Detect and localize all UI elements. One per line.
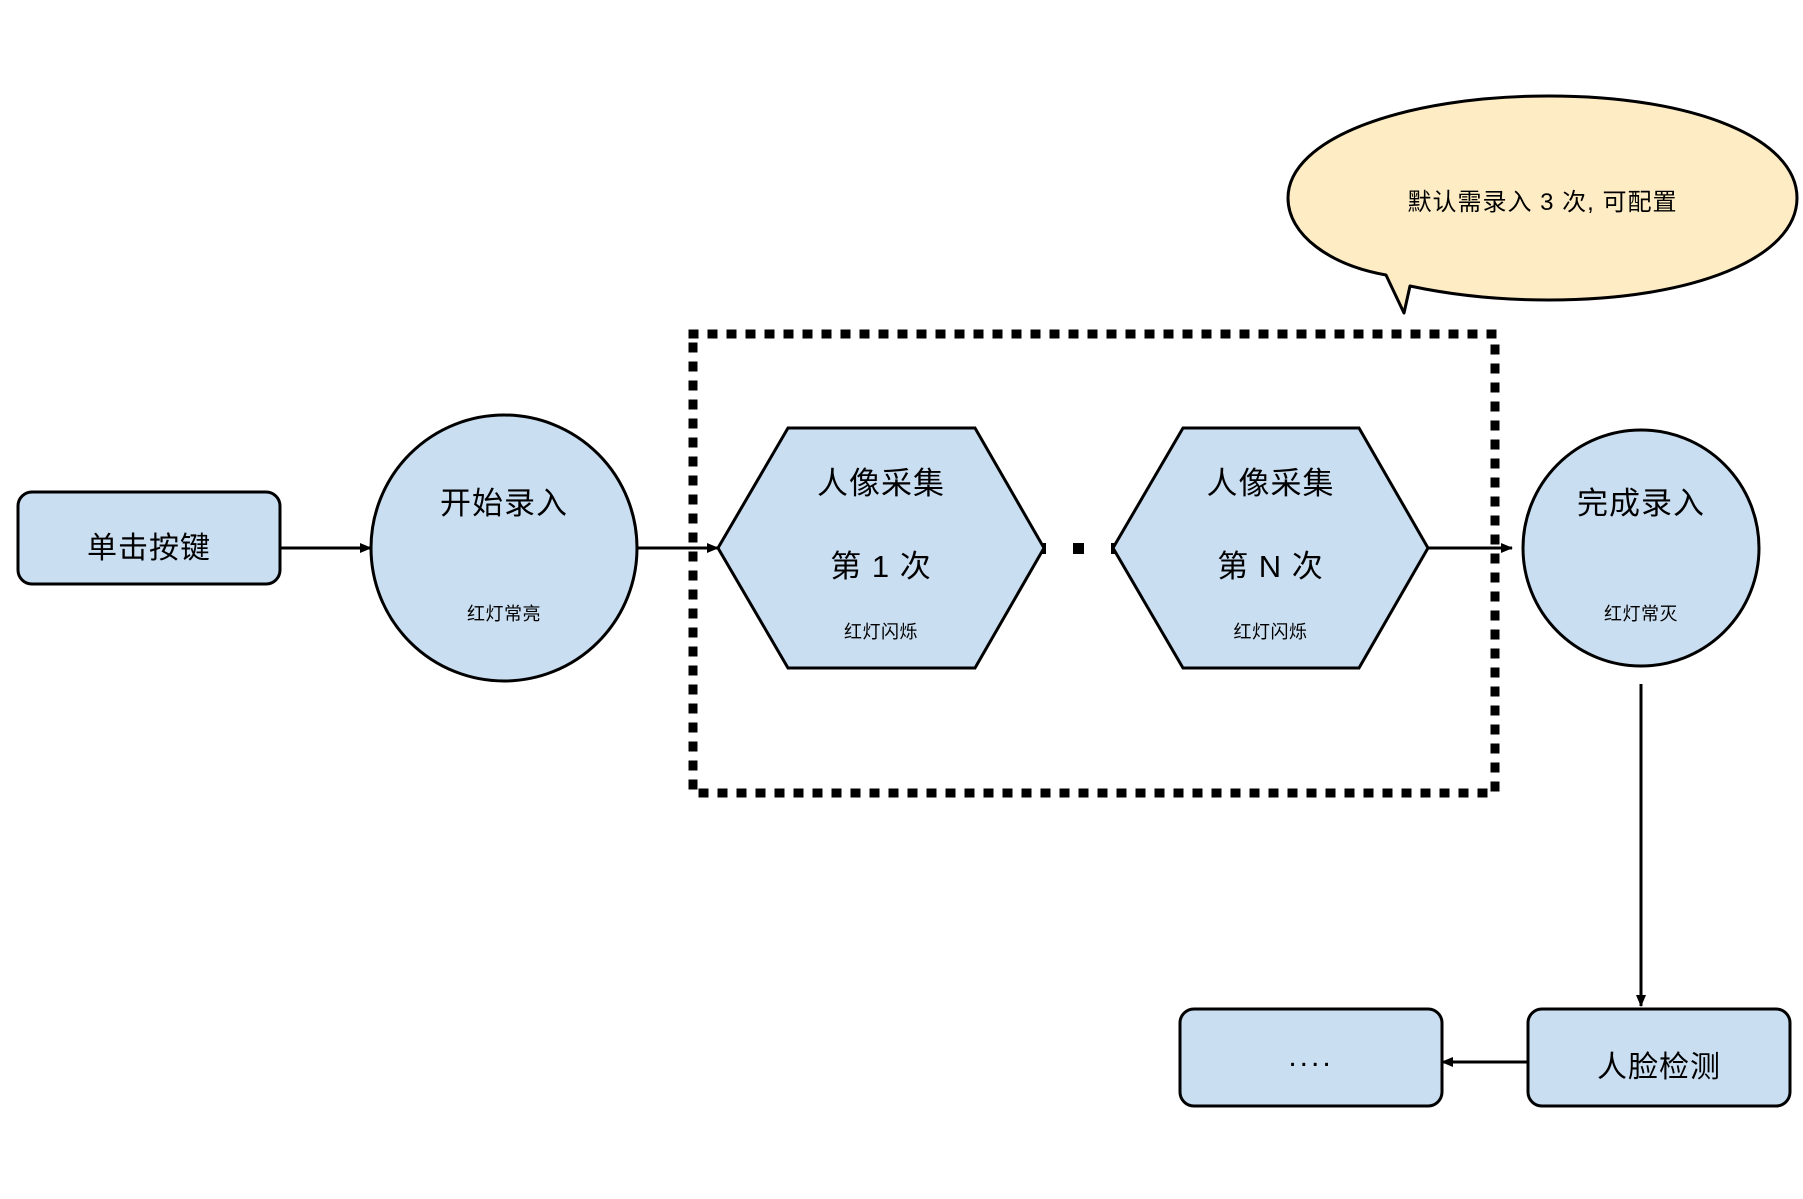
- capture-repeat-ellipsis: [1035, 543, 1122, 554]
- capture-loop-boundary: [688, 329, 1500, 798]
- node-capture-first[interactable]: [716, 426, 1046, 670]
- node-capture-nth[interactable]: [1111, 426, 1430, 670]
- node-more-steps[interactable]: [1178, 1007, 1444, 1108]
- node-face-detect[interactable]: [1526, 1007, 1792, 1108]
- node-click-key[interactable]: [16, 490, 282, 586]
- callout-bubble[interactable]: [1286, 94, 1799, 315]
- node-finish-enroll[interactable]: [1521, 428, 1761, 668]
- node-start-enroll[interactable]: [369, 413, 639, 683]
